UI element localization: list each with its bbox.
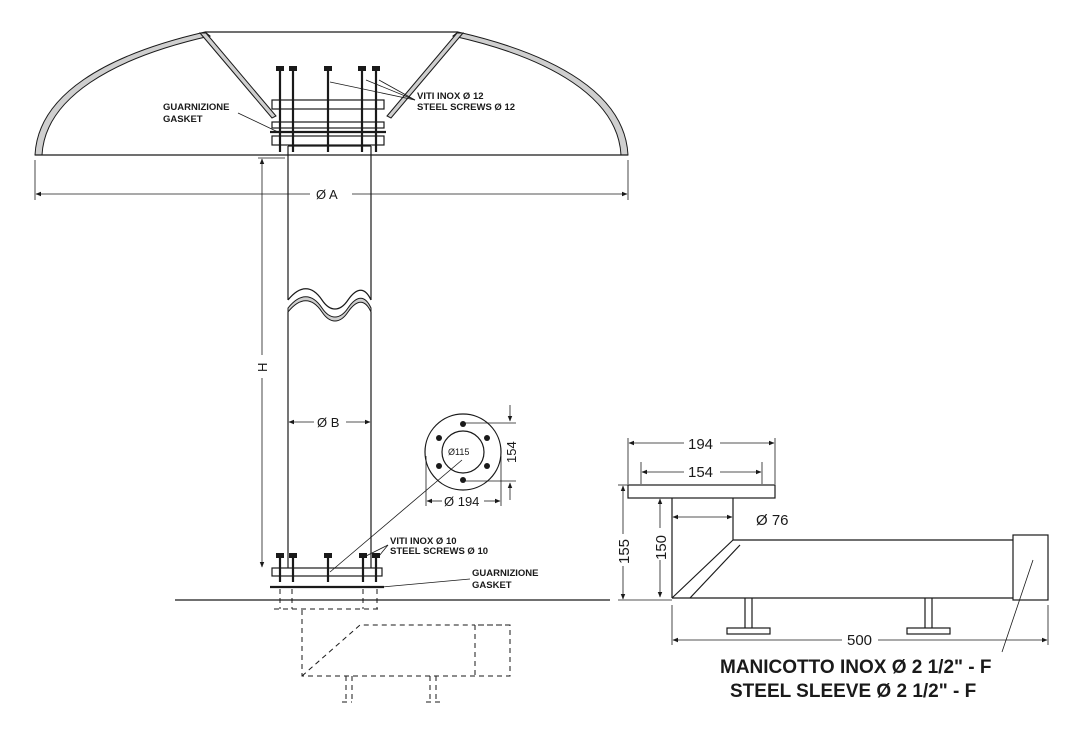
sleeve-label-it: MANICOTTO INOX Ø 2 1/2" - F — [720, 657, 992, 678]
top-screws-label-en: STEEL SCREWS Ø 12 — [417, 102, 515, 113]
top-screws — [276, 66, 380, 152]
bottom-screws-label-en: STEEL SCREWS Ø 10 — [390, 546, 488, 557]
top-gasket-label-en: GASKET — [163, 114, 203, 125]
flange-detail-leader — [329, 459, 463, 573]
top-screws-label-it: VITI INOX Ø 12 — [417, 91, 484, 102]
dimension-dia-a: Ø A — [34, 160, 629, 202]
bottom-gasket-label-it: GUARNIZIONE — [472, 568, 539, 579]
dimension-height-h: H — [255, 157, 285, 568]
top-flange-assembly — [270, 66, 386, 152]
side-height-155-label: 155 — [616, 539, 633, 564]
side-length-500-label: 500 — [847, 632, 872, 649]
sleeve-label-en: STEEL SLEEVE Ø 2 1/2" - F — [730, 681, 976, 702]
bottom-flange-assembly — [270, 553, 384, 589]
flange-outer-dia-label: Ø 194 — [444, 494, 479, 509]
dia-b-label: Ø B — [317, 415, 339, 430]
dia-a-label: Ø A — [316, 187, 338, 202]
bottom-screws — [276, 553, 380, 582]
sleeve-leader — [1001, 559, 1034, 653]
side-view-dimensions: 194 154 Ø 76 155 150 500 — [616, 436, 1049, 649]
side-view-sleeve — [627, 484, 1049, 635]
side-width-194-label: 194 — [688, 436, 713, 453]
height-h-label: H — [255, 363, 270, 372]
bottom-screws-label-it: VITI INOX Ø 10 — [390, 536, 457, 547]
bottom-gasket-label-en: GASKET — [472, 580, 512, 591]
flange-pcd-label: 154 — [504, 441, 519, 463]
column — [287, 145, 372, 568]
flange-top-view: Ø115 154 Ø 194 — [424, 405, 519, 509]
side-dia-76-label: Ø 76 — [756, 512, 789, 529]
underground-box-hidden — [274, 589, 511, 703]
side-width-154-label: 154 — [688, 464, 713, 481]
side-height-150-label: 150 — [653, 535, 670, 560]
flange-inner-dia-label: Ø115 — [448, 447, 469, 457]
dimension-dia-b: Ø B — [288, 415, 371, 430]
top-gasket-label-it: GUARNIZIONE — [163, 102, 230, 113]
